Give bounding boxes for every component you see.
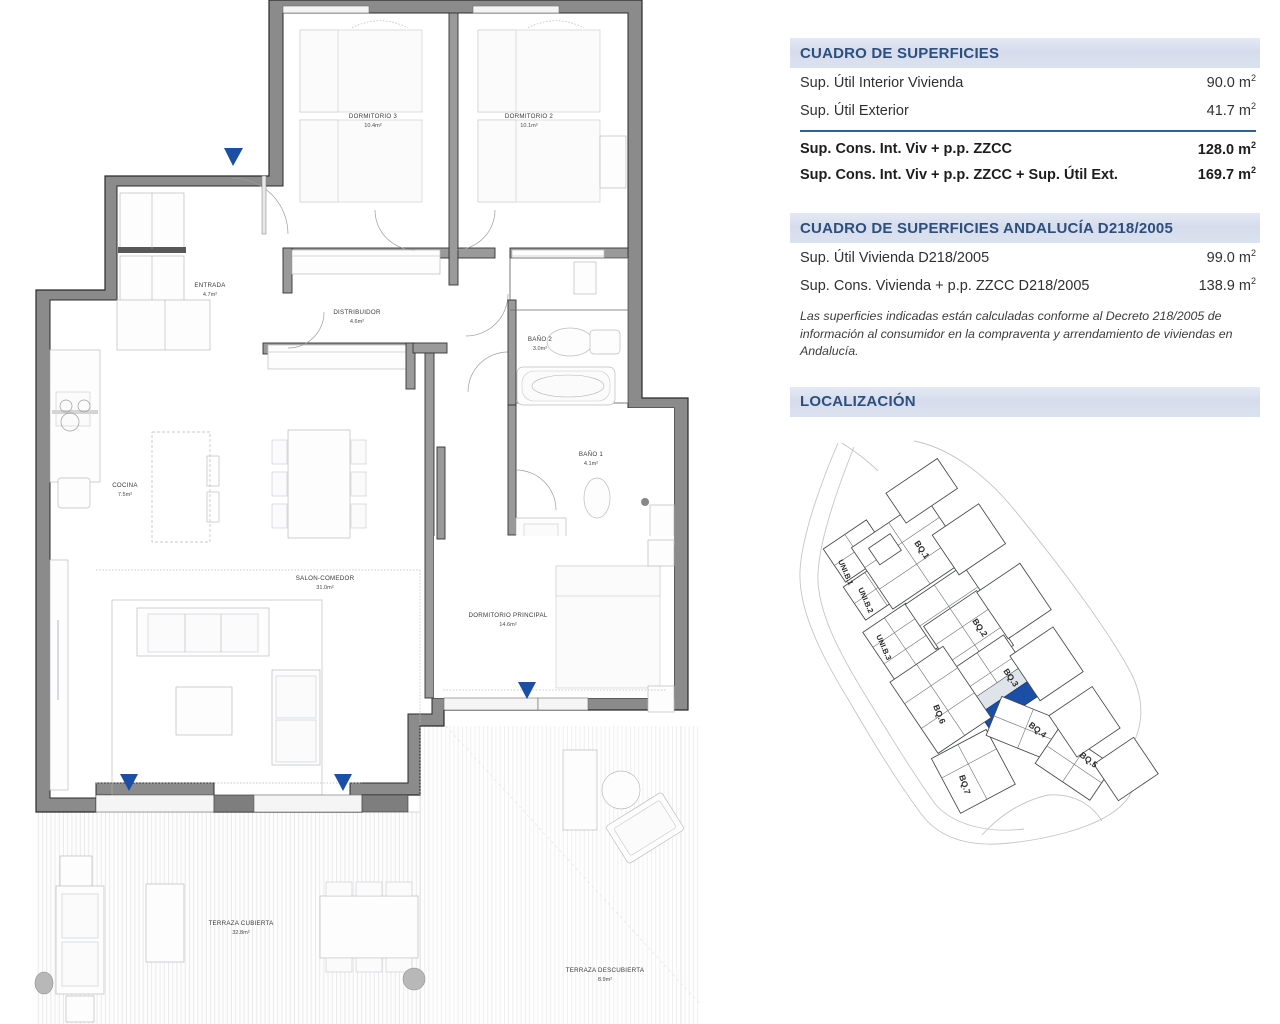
localizacion-header: LOCALIZACIÓN: [790, 386, 1260, 417]
room-area-dormitorio-3: 10.4m²: [364, 123, 382, 129]
room-area-bano-2: 3.0m²: [533, 346, 547, 352]
floor-plan-drawing: DORMITORIO 3 10.4m² DORMITORIO 2 10.1m² …: [34, 0, 701, 1024]
row-value: 138.9 m2: [1198, 276, 1256, 294]
site-background-buildings: [885, 457, 1159, 802]
site-boundary: [799, 440, 1142, 845]
table-row: Sup. Cons. Int. Viv + p.p. ZZCC + Sup. Ú…: [790, 161, 1260, 187]
orientation-marker-entrance-icon: [224, 148, 243, 166]
row-label: Sup. Cons. Int. Viv + p.p. ZZCC + Sup. Ú…: [800, 167, 1118, 184]
room-area-salon-comedor: 31.0m²: [316, 585, 334, 591]
site-map-wrap: BQ.1 BQ.2 BQ.3 BQ.4 BQ.5 BQ.6 BQ.7 UNI.B…: [790, 431, 1260, 851]
openings: [95, 697, 589, 813]
surfaces-table-title: CUADRO DE SUPERFICIES: [800, 44, 1000, 62]
room-label-cocina: COCINA: [112, 482, 138, 489]
room-label-salon-comedor: SALON-COMEDOR: [296, 575, 355, 582]
room-label-dormitorio-principal: DORMITORIO PRINCIPAL: [468, 612, 547, 619]
site-location-map: BQ.1 BQ.2 BQ.3 BQ.4 BQ.5 BQ.6 BQ.7 UNI.B…: [799, 440, 1159, 845]
site-block-bq-7: [930, 728, 1016, 814]
row-label: Sup. Útil Vivienda D218/2005: [800, 250, 990, 267]
room-area-dormitorio-principal: 14.6m²: [499, 622, 517, 628]
room-label-entrada: ENTRADA: [194, 282, 226, 289]
floor-plan-panel: DORMITORIO 3 10.4m² DORMITORIO 2 10.1m² …: [34, 0, 701, 1024]
row-label: Sup. Útil Interior Vivienda: [800, 74, 964, 91]
site-block-bq-6: [889, 645, 992, 754]
room-label-dormitorio-3: DORMITORIO 3: [349, 113, 398, 120]
orientation-marker-salon-left-icon: [120, 774, 138, 791]
table-row: Sup. Útil Interior Vivienda 90.0 m2: [790, 68, 1260, 96]
row-label: Sup. Útil Exterior: [800, 102, 909, 119]
orientation-markers: [120, 148, 536, 791]
cocina-fixtures: [49, 299, 220, 791]
dormitorio-principal-furniture: [434, 446, 675, 713]
distribuidor-zone: [231, 175, 509, 699]
bedrooms-wing: [282, 5, 629, 294]
room-label-terraza-cubierta: TERRAZA CUBIERTA: [209, 920, 275, 927]
site-block-bq-1: [850, 496, 968, 610]
orientation-marker-salon-right-icon: [334, 774, 352, 791]
room-label-dormitorio-2: DORMITORIO 2: [505, 113, 554, 120]
table-row: Sup. Cons. Int. Viv + p.p. ZZCC 128.0 m2: [790, 136, 1260, 162]
terrace-furniture: [34, 749, 684, 1023]
room-area-terraza-descubierta: 8.9m²: [598, 977, 612, 983]
localizacion-title: LOCALIZACIÓN: [800, 393, 916, 411]
row-value: 128.0 m2: [1197, 139, 1256, 158]
table-divider: [800, 129, 1256, 132]
surfaces-table-header: CUADRO DE SUPERFICIES: [790, 38, 1260, 68]
room-area-distribuidor: 4.6m²: [350, 319, 364, 325]
table-row: Sup. Útil Vivienda D218/2005 99.0 m2: [790, 243, 1260, 271]
room-label-terraza-descubierta: TERRAZA DESCUBIERTA: [566, 967, 645, 974]
row-label: Sup. Cons. Vivienda + p.p. ZZCC D218/200…: [800, 277, 1090, 294]
row-value: 41.7 m2: [1206, 100, 1256, 119]
room-label-bano-1: BAÑO 1: [579, 451, 604, 458]
decree-note: Las superficies indicadas están calculad…: [800, 308, 1233, 359]
room-area-cocina: 7.5m²: [118, 492, 132, 498]
room-area-bano-1: 4.1m²: [584, 461, 598, 467]
room-area-entrada: 4.7m²: [203, 292, 217, 298]
table-row: Sup. Útil Exterior 41.7 m2: [790, 96, 1260, 124]
row-value: 99.0 m2: [1206, 248, 1256, 267]
room-label-bano-2: BAÑO 2: [528, 336, 553, 343]
room-area-dormitorio-2: 10.1m²: [520, 123, 538, 129]
bano1-fixtures: [507, 404, 675, 553]
room-labels: DORMITORIO 3 10.4m² DORMITORIO 2 10.1m² …: [112, 113, 645, 983]
entrada-furniture: [118, 192, 186, 313]
row-value: 169.7 m2: [1197, 165, 1256, 184]
room-label-distribuidor: DISTRIBUIDOR: [333, 309, 381, 316]
orientation-marker-bedroom-icon: [518, 682, 536, 699]
table-row: Sup. Cons. Vivienda + p.p. ZZCC D218/200…: [790, 271, 1260, 299]
row-label: Sup. Cons. Int. Viv + p.p. ZZCC: [800, 141, 1013, 158]
bano2-fixtures: [507, 257, 629, 406]
surfaces-andalucia-table-title: CUADRO DE SUPERFICIES ANDALUCÍA D218/200…: [800, 219, 1173, 237]
info-panel: CUADRO DE SUPERFICIES Sup. Útil Interior…: [790, 0, 1260, 1024]
row-value: 90.0 m2: [1206, 73, 1256, 91]
terraza-descubierta-deck: [420, 726, 700, 1024]
salon-comedor-furniture: [96, 429, 421, 796]
room-area-terraza-cubierta: 32.8m²: [232, 930, 250, 936]
surfaces-andalucia-table-header: CUADRO DE SUPERFICIES ANDALUCÍA D218/200…: [790, 213, 1260, 244]
